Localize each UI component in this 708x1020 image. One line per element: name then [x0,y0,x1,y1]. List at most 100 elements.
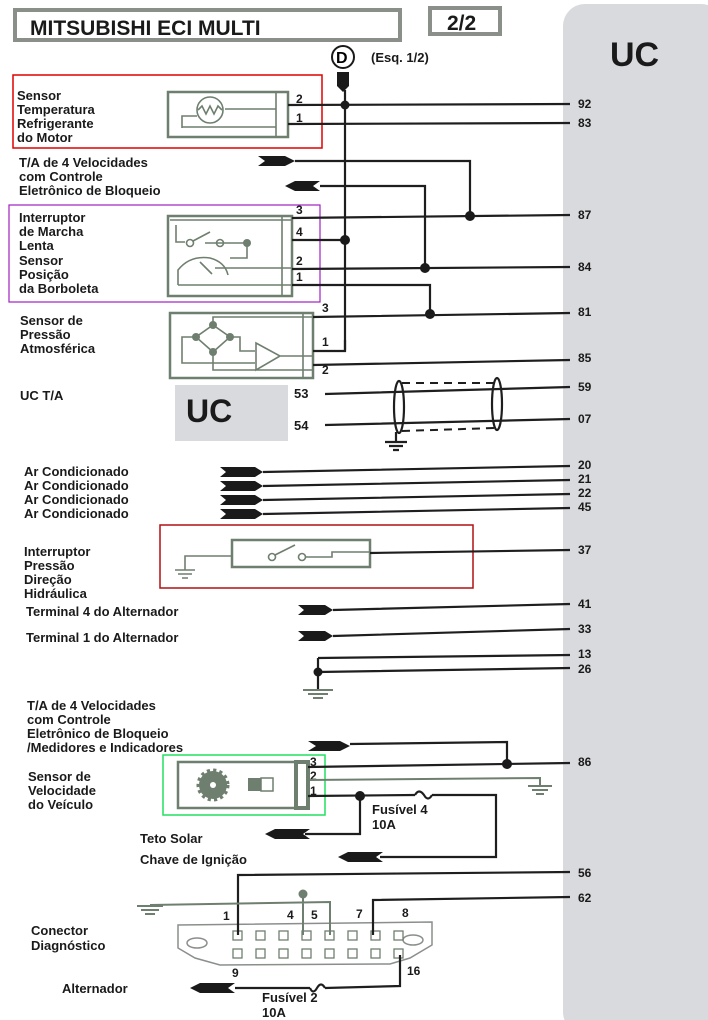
arrow-in-icon [285,181,320,191]
pin-label: 4 [296,225,303,239]
svg-text:Eletrônico de Bloqueio: Eletrônico de Bloqueio [19,183,161,198]
diag-pin-cavity [347,948,358,959]
svg-text:com Controle: com Controle [19,169,103,184]
svg-text:Ar Condicionado: Ar Condicionado [24,506,129,521]
arrow-icon [190,983,235,993]
diag-pin-cavity [278,948,289,959]
ac-labels: Ar Condicionado Ar Condicionado Ar Condi… [24,464,129,521]
svg-text:T/A de 4 Velocidades: T/A de 4 Velocidades [27,698,156,713]
uc-pin-13: 13 [578,647,592,661]
pin-label: 2 [296,92,303,106]
svg-text:/Medidores e Indicadores: /Medidores e Indicadores [27,740,183,755]
svg-text:Ar Condicionado: Ar Condicionado [24,492,129,507]
junction-dot [420,263,430,273]
idle-tps-symbol [166,214,294,298]
tps-label: Sensor Posição da Borboleta [19,253,99,296]
connector-d-letter: D [336,50,348,67]
wire-alternator-fuse [235,955,402,990]
connector-d-circle [331,45,355,69]
svg-text:Hidráulica: Hidráulica [24,586,88,601]
wire-idle-tps [291,213,571,315]
shield-symbol [392,376,504,442]
highlight-temp-sensor [12,74,323,149]
connector-d-arrow [337,72,349,92]
junction-dot [313,667,323,677]
diag-pin-cavity [370,930,381,941]
fuse-4-rating: 10A [372,817,396,832]
alternator-label: Alternador [62,981,128,996]
fuse-4-icon [414,790,433,800]
svg-text:Pressão: Pressão [24,558,75,573]
pin-label: 16 [407,964,421,978]
svg-text:T/A de 4 Velocidades: T/A de 4 Velocidades [19,155,148,170]
pressure-sensor-symbol [168,311,315,380]
pin-label: 1 [322,335,329,349]
pin-label: 3 [322,301,329,315]
uc-pin-41: 41 [578,597,592,611]
diag-pin-cavity [324,948,335,959]
junction-dot [340,100,350,110]
junction-dot [465,211,475,221]
fuse-4-label: Fusível 4 [372,802,428,817]
uc-pin-59: 59 [578,380,592,394]
ground-icon [528,785,552,795]
pin-label: 1 [296,270,303,284]
alt-terminal-4-label: Terminal 4 do Alternador [26,604,178,619]
pin-label: 2 [310,769,317,783]
ps-switch-symbol [175,538,372,579]
uc-pin-07: 07 [578,412,592,426]
svg-text:Diagnóstico: Diagnóstico [31,938,105,953]
fuse-2-label: Fusível 2 [262,990,318,1005]
ps-switch-label: Interruptor Pressão Direção Hidráulica [24,544,90,601]
temp-sensor-symbol [166,90,290,139]
uc-pin-85: 85 [578,351,592,365]
ground-icon [303,689,333,699]
svg-text:Ar Condicionado: Ar Condicionado [24,478,129,493]
svg-text:Direção: Direção [24,572,72,587]
svg-text:Pressão: Pressão [20,327,71,342]
diag-pin-cavity [278,930,289,941]
speed-sensor-symbol [176,760,310,810]
wire-speed-ground [307,776,541,786]
page-box [428,6,502,36]
wire-ps [369,548,571,555]
wire-pressure [312,311,571,367]
fuse-2-rating: 10A [262,1005,286,1020]
pin-label: 2 [322,363,329,377]
svg-text:Lenta: Lenta [19,238,54,253]
junction-dot [298,889,308,899]
svg-text:Sensor: Sensor [19,253,63,268]
uc-pin-22: 22 [578,486,592,500]
pressure-sensor-label: Sensor de Pressão Atmosférica [20,313,96,356]
pin-label: 1 [223,909,230,923]
pin-label: 1 [310,784,317,798]
svg-text:Posição: Posição [19,267,69,282]
uc-panel [563,4,708,1020]
temp-sensor-label: Sensor Temperatura Refrigerante do Motor [17,88,96,145]
pin-label: 3 [296,203,303,217]
uc-pin-45: 45 [578,500,592,514]
wire-ta-bottom [349,740,509,764]
pin-label: 5 [311,908,318,922]
uc-pin-87: 87 [578,208,592,222]
arrow-icon [338,852,383,862]
diag-connector-symbol [177,921,433,966]
diag-pin-cavity [393,948,404,959]
uc-pin-62: 62 [578,891,592,905]
wire-uc-ta [324,385,571,427]
pin-label: 2 [296,254,303,268]
wire-ground-13-26 [316,653,571,690]
connector-d-ref: (Esq. 1/2) [371,50,429,65]
svg-text:Sensor de: Sensor de [20,313,83,328]
highlight-idle-tps [8,204,321,303]
svg-text:Conector: Conector [31,923,88,938]
junction-dot [355,791,365,801]
diag-pin-cavity [393,930,404,941]
ta-bottom-label: T/A de 4 Velocidades com Controle Eletrô… [27,698,183,755]
svg-text:com Controle: com Controle [27,712,111,727]
ignition-label: Chave de Ignição [140,852,247,867]
uc-ta-label: UC T/A [20,388,64,403]
uc-ta-box-label: UC [186,393,232,429]
uc-pin-20: 20 [578,458,592,472]
arrow-icon [308,741,350,751]
